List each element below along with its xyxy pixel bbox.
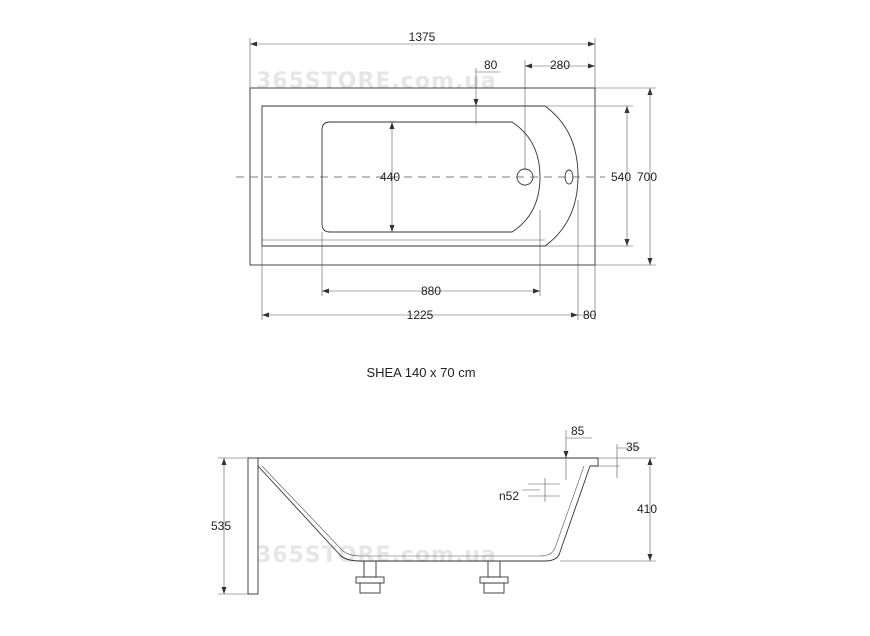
basin-outline	[321, 121, 541, 233]
leg-left	[355, 560, 385, 594]
dim-edge-offset: 80	[484, 58, 498, 72]
dim-basin-width: 440	[380, 170, 400, 184]
rim-top	[258, 457, 599, 467]
dim-overall-length: 1375	[409, 30, 436, 44]
tub-body	[257, 465, 591, 562]
top-view: 365STORE.com.ua 1375 80 280 440	[236, 30, 657, 322]
dim-basin-length: 880	[421, 284, 441, 298]
product-title: SHEA 140 x 70 cm	[366, 365, 475, 380]
dim-drain-offset: 280	[550, 58, 570, 72]
dim-overflow-diameter: n52	[499, 489, 519, 503]
inner-outline	[261, 105, 579, 247]
dim-inner-length: 1225	[407, 308, 434, 322]
dim-overflow-offset: 85	[571, 424, 585, 438]
overflow-icon	[564, 169, 574, 185]
dim-depth: 410	[637, 502, 657, 516]
dim-overall-width: 700	[637, 170, 657, 184]
dim-rim-thickness: 35	[626, 440, 640, 454]
outer-rim	[249, 87, 596, 266]
watermark-top: 365STORE.com.ua	[256, 69, 497, 94]
leg-right	[479, 560, 509, 594]
dim-end-rim: 80	[583, 308, 597, 322]
front-panel	[247, 457, 259, 595]
dim-inner-width: 540	[611, 170, 631, 184]
side-view: 365STORE.com.ua 85 3	[211, 424, 657, 595]
dim-total-height: 535	[211, 519, 231, 533]
